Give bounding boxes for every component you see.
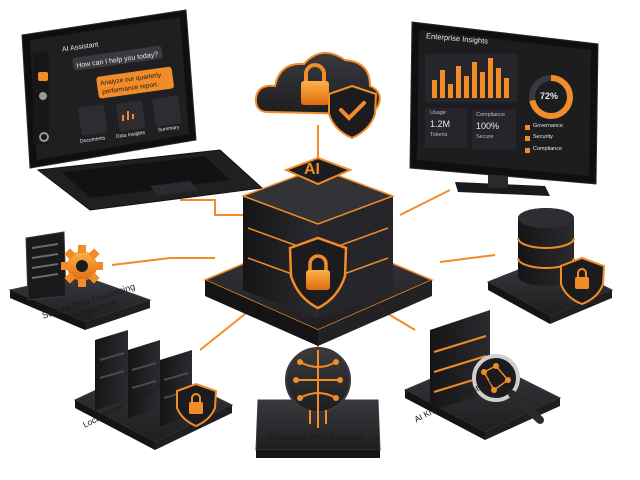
database-node (486, 208, 614, 324)
hub-platform-side (205, 280, 318, 346)
connector-secure-data (111, 257, 215, 266)
padlock-body (306, 270, 330, 290)
hub-server-top (240, 167, 396, 225)
server-panel-lines (31, 243, 59, 279)
padlock-shackle (308, 254, 328, 270)
user-icon[interactable] (39, 92, 47, 100)
legend-dot-compliance (525, 148, 530, 153)
connector-database (439, 254, 496, 263)
ai-knowledge-systems-node (403, 310, 562, 440)
ai-badge-plate (283, 156, 353, 186)
bar (472, 62, 477, 98)
legend-dot-governance (525, 125, 530, 130)
bar-chart (432, 58, 509, 98)
server-tower-lines (99, 352, 189, 399)
laptop-keyboard (62, 156, 230, 198)
bar (456, 66, 461, 98)
compliance-unit: Secure (476, 134, 494, 140)
monitor-stand-base (455, 182, 550, 196)
platform-side (405, 390, 485, 440)
bar (504, 78, 509, 98)
padlock-shackle (191, 393, 201, 402)
database-ring (517, 237, 575, 249)
platform-side (488, 282, 550, 324)
connection-lines (111, 125, 496, 351)
padlock-body (575, 277, 589, 289)
usage-value: 1.2M (430, 119, 451, 129)
gear-icon (61, 245, 103, 287)
connector-laptop (180, 199, 245, 216)
bar (440, 70, 445, 98)
server-tower (95, 330, 128, 410)
bar (464, 76, 469, 98)
database-top (518, 208, 574, 228)
tile-summary[interactable] (152, 95, 182, 127)
bar (448, 84, 453, 98)
legend-compliance: Compliance (533, 146, 563, 152)
laptop-ai-assistant (21, 9, 264, 211)
enterprise-rag-node (255, 347, 381, 458)
monitor-screen (417, 30, 591, 176)
platform-side-right (485, 398, 560, 440)
gauge-arc (529, 75, 573, 119)
tile-data-insights[interactable] (116, 100, 146, 132)
bar (496, 68, 501, 98)
padlock-shackle (577, 268, 587, 277)
platform-side (256, 450, 380, 458)
legend-governance: Governance (533, 123, 563, 129)
bar (480, 72, 485, 98)
laptop-trackpad (150, 181, 198, 196)
legend-security: Security (533, 134, 553, 140)
settings-icon[interactable] (39, 132, 49, 142)
usage-panel (425, 108, 467, 148)
tile-documents[interactable] (78, 104, 108, 136)
local-model-infrastructure-node (73, 330, 234, 450)
data-insights-bar-icon (122, 111, 134, 121)
gauge-value: 72% (540, 91, 559, 101)
usage-unit: Tokens (430, 132, 448, 138)
rag-label: Enterprise RAG Systems (268, 432, 363, 442)
compliance-panel (472, 110, 516, 150)
platform-side-right (155, 405, 232, 450)
connector-monitor (399, 189, 451, 216)
hub-platform-side-right (318, 280, 432, 346)
usage-label: Usage (430, 110, 446, 116)
connector-knowledge (384, 311, 416, 331)
hub-ai-badge: AI (304, 161, 320, 178)
chat-reply-bubble (96, 66, 174, 99)
brain-circuit-icon (285, 347, 351, 428)
server-tower (128, 340, 160, 418)
magnifier-network-icon (472, 354, 544, 424)
chat-icon[interactable] (38, 72, 48, 81)
monitor-enterprise-insights (409, 21, 599, 196)
central-ai-hub (203, 156, 434, 346)
padlock-body (301, 81, 329, 105)
compliance-value: 100% (476, 121, 500, 131)
platform-side-right (85, 300, 150, 330)
padlock-body (189, 402, 203, 414)
bar (488, 58, 493, 98)
platform-side-right (550, 290, 612, 324)
secure-data-processing-node (8, 231, 152, 330)
legend-dot-security (525, 136, 530, 141)
check-mark (339, 101, 366, 121)
compliance-label: Compliance (476, 112, 506, 118)
platform-side (75, 400, 155, 450)
padlock-shackle (304, 63, 326, 81)
chat-prompt-bubble (72, 45, 163, 71)
bar (432, 80, 437, 98)
connector-local-model (199, 309, 251, 351)
cloud-security-node (254, 52, 381, 140)
bar-chart-panel (425, 54, 517, 102)
